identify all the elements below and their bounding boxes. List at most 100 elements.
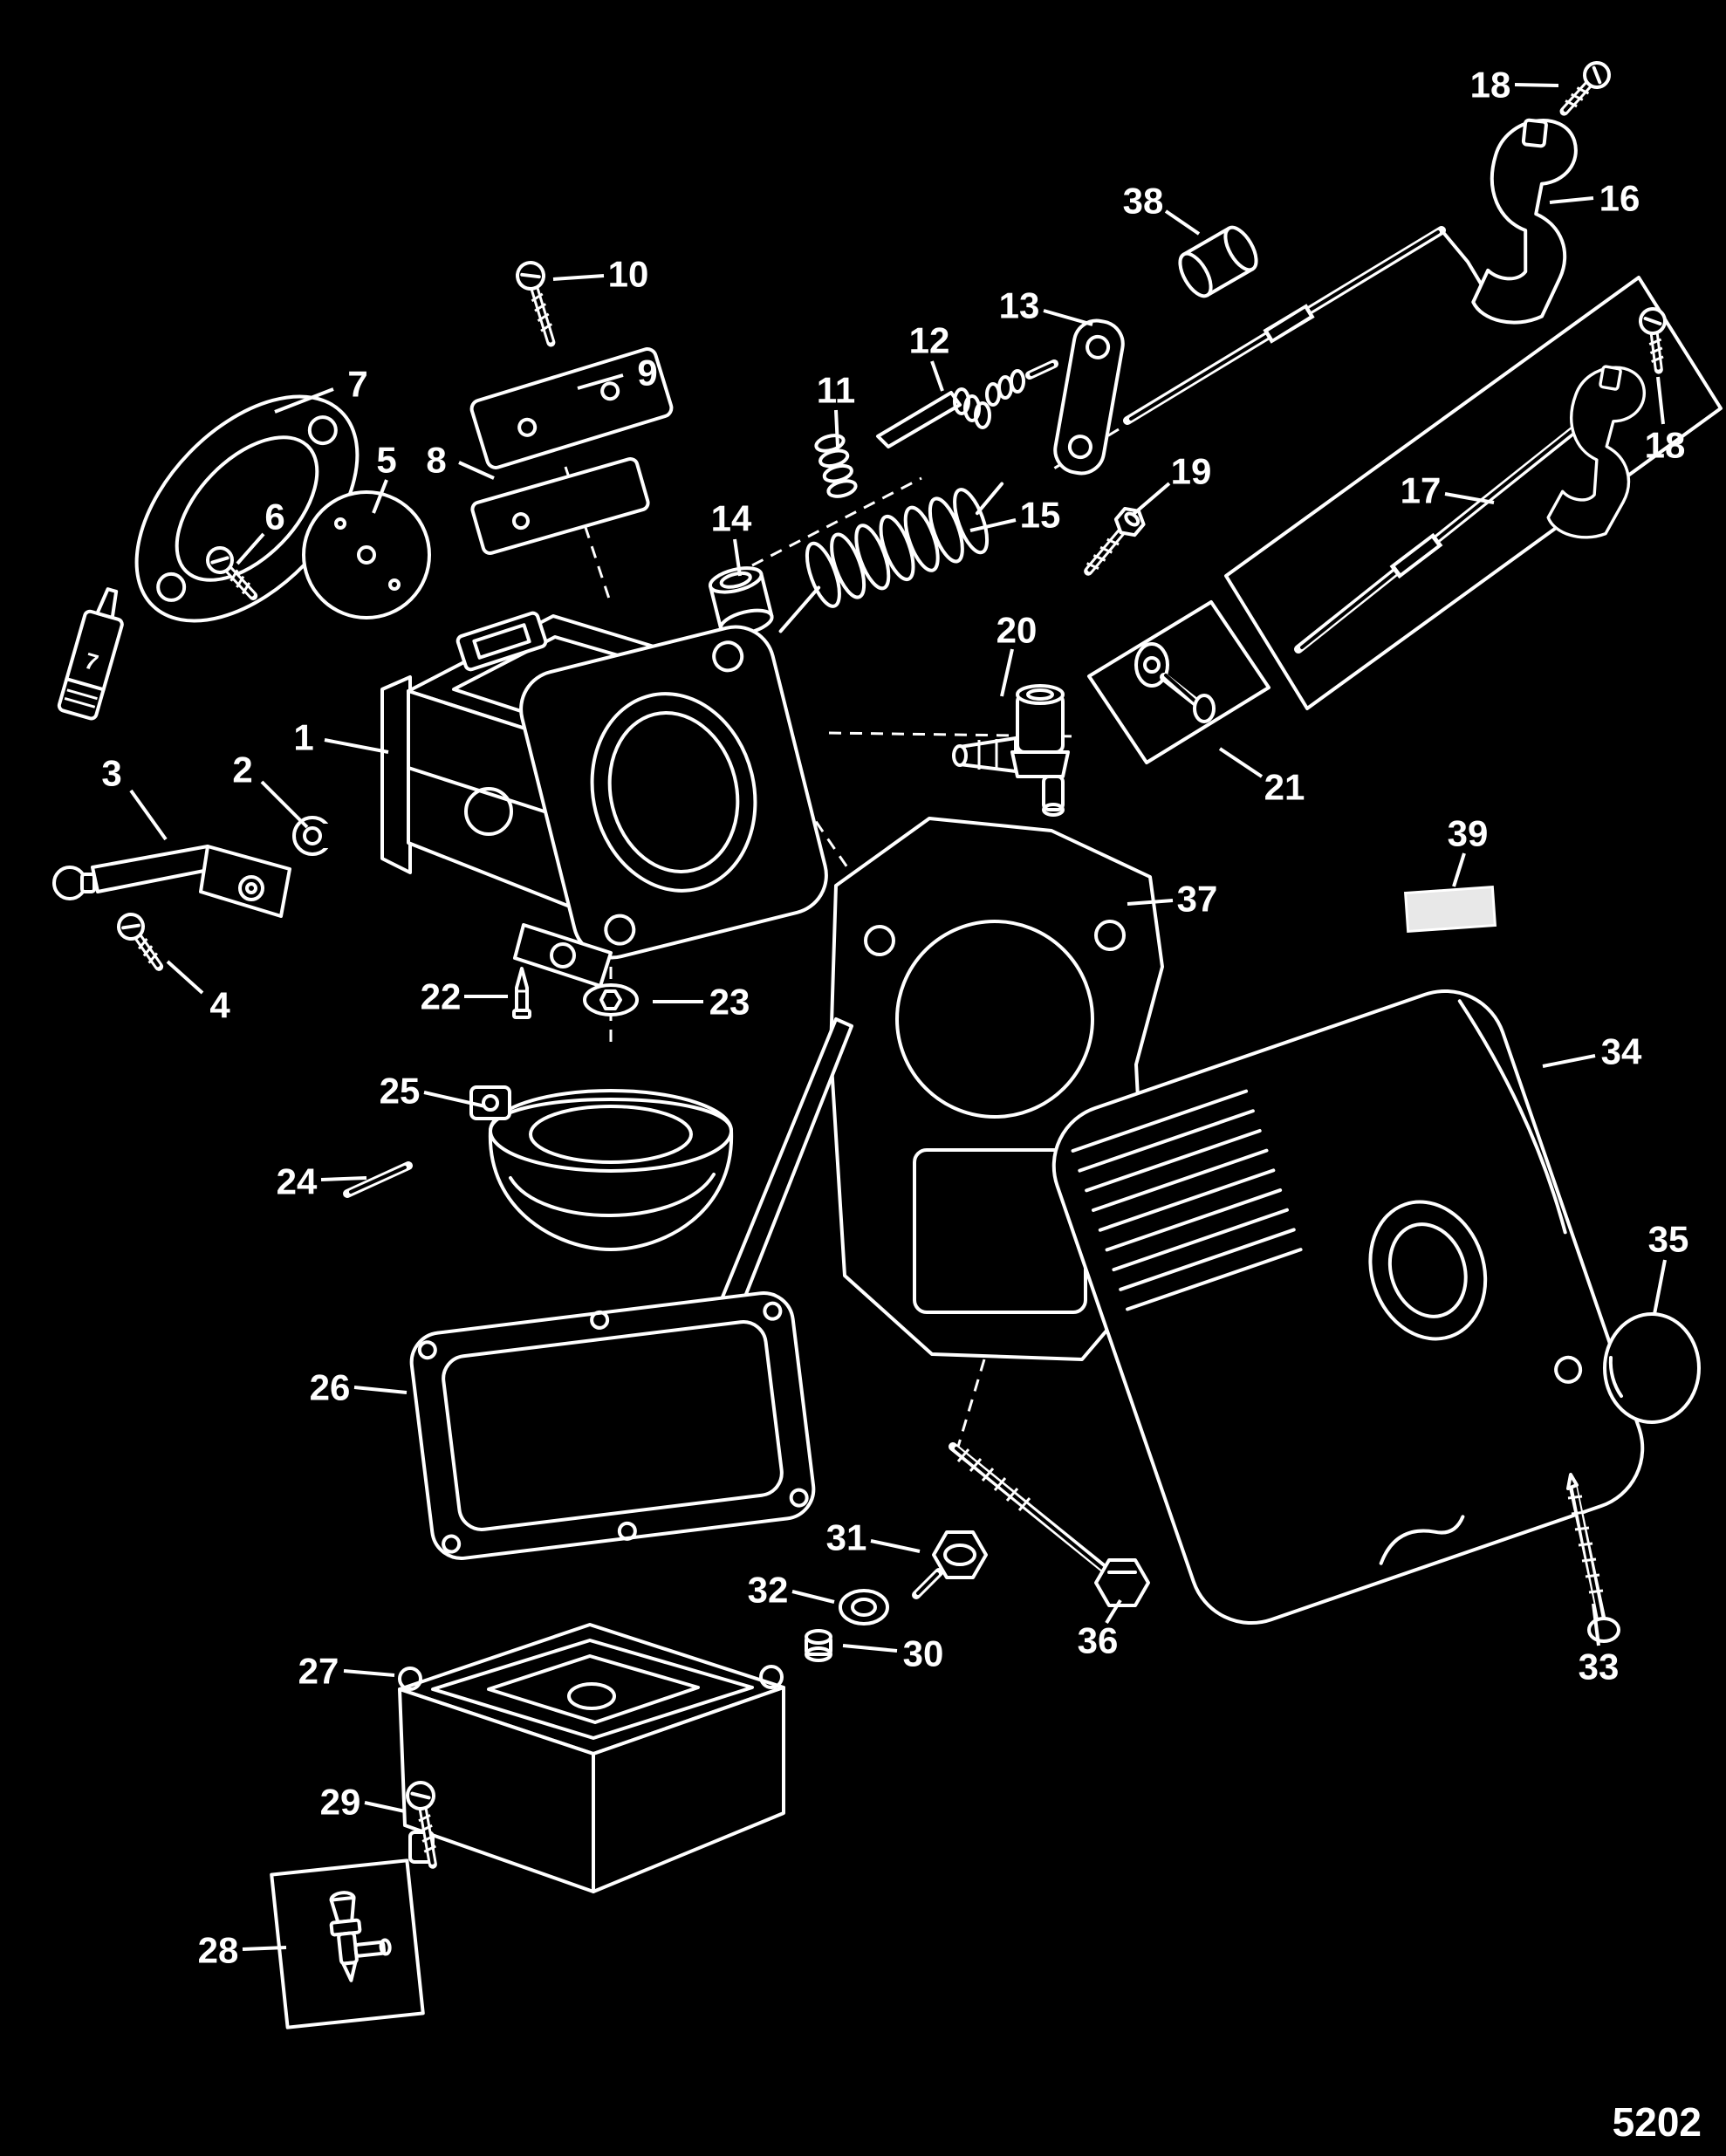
long-hex-bolt bbox=[949, 1442, 1150, 1607]
washer-32 bbox=[839, 1589, 889, 1626]
callout-label-15: 15 bbox=[1020, 495, 1061, 536]
callout-label-20: 20 bbox=[997, 610, 1038, 651]
callout-label-21: 21 bbox=[1264, 767, 1305, 808]
callout-label-26: 26 bbox=[310, 1367, 351, 1408]
callout-leader-2 bbox=[260, 780, 309, 829]
callout-leader-36 bbox=[1105, 1598, 1122, 1625]
bolt-18-top bbox=[1555, 58, 1614, 120]
callout-label-29: 29 bbox=[320, 1782, 361, 1823]
sealant-tube: 7 bbox=[57, 587, 124, 721]
callout-label-22: 22 bbox=[421, 976, 462, 1017]
float-bowl bbox=[398, 1623, 785, 1893]
roller-spacer bbox=[1178, 225, 1258, 298]
callout-label-3: 3 bbox=[101, 753, 121, 794]
callout-label-2: 2 bbox=[232, 749, 252, 791]
air-silencer-cover bbox=[1051, 989, 1645, 1626]
decal-part bbox=[1403, 885, 1497, 934]
callout-label-31: 31 bbox=[826, 1517, 867, 1558]
callout-label-1: 1 bbox=[293, 717, 313, 758]
callout-label-37: 37 bbox=[1177, 879, 1218, 920]
callout-label-30: 30 bbox=[903, 1633, 944, 1674]
callout-label-11: 11 bbox=[817, 370, 855, 411]
screw-4 bbox=[114, 910, 169, 974]
callout-leader-3 bbox=[129, 789, 168, 841]
float-hinge-pin bbox=[343, 1161, 413, 1198]
main-jet bbox=[1134, 642, 1216, 723]
fitting-kit-box bbox=[270, 1858, 425, 2029]
callout-label-7: 7 bbox=[347, 364, 367, 405]
callout-label-38: 38 bbox=[1123, 181, 1164, 222]
inlet-needle bbox=[512, 967, 531, 1019]
callout-leader-6 bbox=[236, 532, 265, 565]
top-cover-plate bbox=[469, 347, 674, 469]
callout-leader-38 bbox=[1164, 209, 1201, 236]
cover-gasket-plate bbox=[470, 457, 650, 555]
callout-leader-25 bbox=[423, 1091, 486, 1108]
linkage-panel-outline bbox=[1224, 276, 1723, 710]
callout-label-25: 25 bbox=[380, 1071, 421, 1112]
carburetor-body bbox=[380, 611, 828, 988]
callout-leader-20 bbox=[1000, 648, 1014, 697]
callout-label-23: 23 bbox=[709, 982, 750, 1023]
callout-leader-9 bbox=[577, 373, 624, 390]
figure-number: 5202 bbox=[1613, 2099, 1702, 2145]
idle-screw bbox=[1084, 506, 1146, 576]
callout-leader-34 bbox=[1542, 1054, 1596, 1068]
callout-leader-35 bbox=[1653, 1259, 1667, 1315]
callout-label-35: 35 bbox=[1648, 1219, 1689, 1260]
callout-leader-1 bbox=[324, 738, 389, 754]
callout-label-33: 33 bbox=[1579, 1646, 1620, 1687]
callout-leader-31 bbox=[870, 1539, 921, 1553]
callout-leader-13 bbox=[1043, 309, 1093, 326]
callout-leader-4 bbox=[166, 960, 204, 995]
mixture-needle bbox=[876, 387, 991, 448]
callout-leader-26 bbox=[353, 1386, 408, 1394]
throttle-return-spring bbox=[778, 482, 1004, 633]
callout-leader-18 bbox=[1656, 376, 1665, 425]
callout-label-19: 19 bbox=[1171, 451, 1212, 492]
callout-leader-18 bbox=[1514, 83, 1559, 87]
callout-leader-39 bbox=[1452, 852, 1466, 887]
hex-bolt-31 bbox=[912, 1530, 988, 1599]
callout-label-12: 12 bbox=[909, 320, 950, 361]
callout-label-28: 28 bbox=[198, 1930, 239, 1971]
callout-leader-33 bbox=[1592, 1603, 1600, 1646]
callout-label-32: 32 bbox=[748, 1570, 789, 1611]
callout-label-8: 8 bbox=[426, 440, 446, 481]
callout-leader-32 bbox=[791, 1590, 835, 1604]
needle-seat bbox=[583, 983, 639, 1016]
bowl-gasket bbox=[409, 1291, 816, 1560]
throttle-link-rod bbox=[1123, 226, 1485, 425]
callout-leader-37 bbox=[1127, 899, 1174, 906]
screw-10 bbox=[514, 259, 563, 346]
roller-lever-arm bbox=[52, 845, 291, 918]
diaphragm-part bbox=[302, 490, 431, 619]
callout-leader-19 bbox=[1131, 482, 1171, 517]
callout-label-18: 18 bbox=[1470, 65, 1511, 106]
float-assembly bbox=[469, 1085, 734, 1251]
callout-leader-17 bbox=[1444, 492, 1495, 504]
callout-leader-10 bbox=[552, 274, 605, 281]
retainer-clip bbox=[292, 816, 339, 856]
callout-label-18: 18 bbox=[1645, 425, 1686, 466]
cam-follower-lever bbox=[985, 318, 1125, 476]
callout-label-13: 13 bbox=[999, 285, 1040, 326]
callout-leader-28 bbox=[242, 1946, 287, 1951]
callout-label-27: 27 bbox=[298, 1651, 339, 1692]
callout-label-5: 5 bbox=[376, 440, 396, 481]
callout-leader-21 bbox=[1218, 747, 1264, 778]
callout-label-34: 34 bbox=[1601, 1031, 1642, 1072]
callout-label-6: 6 bbox=[264, 496, 284, 537]
callout-leader-29 bbox=[364, 1801, 406, 1813]
plug-part bbox=[708, 566, 774, 637]
callout-leader-16 bbox=[1549, 196, 1594, 204]
callout-leader-11 bbox=[834, 409, 839, 448]
callout-label-4: 4 bbox=[209, 985, 230, 1026]
callout-leader-15 bbox=[969, 518, 1017, 532]
jet-kit-box bbox=[1087, 600, 1271, 764]
idle-spring bbox=[814, 434, 858, 498]
bolt-18-right bbox=[1639, 307, 1670, 371]
mounting-bracket bbox=[1469, 113, 1581, 330]
